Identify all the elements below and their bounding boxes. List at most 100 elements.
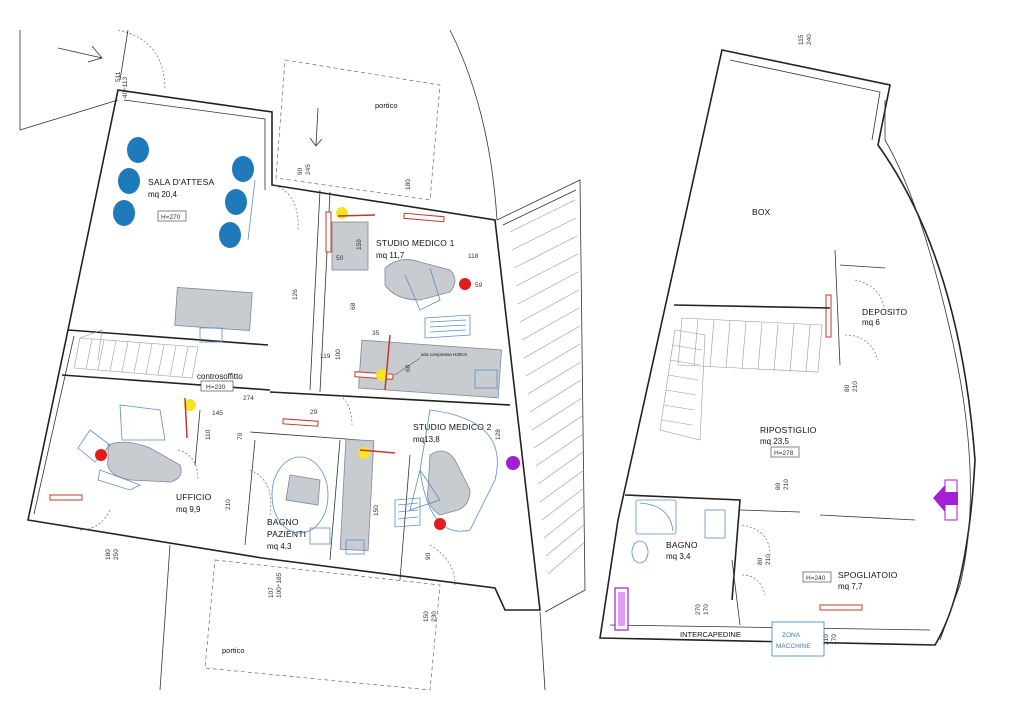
svg-text:274: 274 [243,395,254,402]
svg-text:170: 170 [703,604,710,615]
svg-text:511: 511 [115,71,122,82]
svg-text:60: 60 [405,364,412,372]
stairs-left [73,329,199,379]
sala-attesa-height-box [157,210,187,222]
deposito-name: DEPOSITO [862,307,908,317]
north-arrow-left [57,45,103,63]
bagno-fixture [285,474,321,506]
studio2-area: mq13,8 [413,435,440,444]
bagno-name: BAGNO [666,540,698,550]
bagno-pazienti-name: BAGNO [267,517,299,527]
portico-bottom-label: portico [222,646,245,655]
svg-text:250: 250 [113,549,120,560]
ufficio-dental-chair [77,404,182,491]
dimensions-left: 511 40÷113 90 245 180 180 250 107 100÷18… [105,71,502,622]
svg-text:80: 80 [775,482,782,490]
ufficio-name: UFFICIO [176,492,212,502]
sala-attesa-name: SALA D'ATTESA [148,177,215,187]
deposito-area: mq 6 [862,318,880,327]
svg-text:40÷113: 40÷113 [122,76,129,98]
right-building: BOX DEPOSITO mq 6 RIPOSTIGLIO mq 23,5 H=… [599,34,976,657]
svg-text:150: 150 [423,611,430,622]
spogliatoio-height-box [802,571,832,583]
waiting-chairs [113,137,256,248]
svg-text:159: 159 [356,239,363,250]
svg-text:100: 100 [335,349,342,360]
dental-chair-2 [394,409,498,532]
svg-text:59: 59 [475,282,483,289]
ripostiglio-name: RIPOSTIGLIO [760,425,817,435]
corridor-counter [358,339,502,399]
studio2-cabinet [339,438,375,552]
aria-note: aria compressa H30cm [421,352,468,357]
dimensions-right: 115 240 80 210 80 210 80 210 270 170 210… [695,34,859,645]
corridor-sink [474,369,498,389]
ripostiglio-area: mq 23,5 [760,437,789,446]
svg-text:150: 150 [373,505,380,516]
zona-line1: ZONA [782,632,801,639]
intercapedine-name: INTERCAPEDINE [680,630,741,639]
bagno-wc-right [704,509,726,539]
svg-text:170: 170 [831,634,838,645]
svg-text:29: 29 [310,409,318,416]
radiators [49,211,863,611]
svg-text:230: 230 [431,611,438,622]
studio1-cabinet [331,221,369,271]
bagno-wc [309,527,331,545]
shower [635,499,677,535]
svg-text:128: 128 [495,429,502,440]
zona-line2: MACCHINE [776,643,811,650]
svg-text:50: 50 [336,255,344,262]
portico-bottom: portico [159,544,546,691]
svg-text:80: 80 [844,384,851,392]
zona-macchine-box [771,621,825,657]
studio2-name: STUDIO MEDICO 2 [413,422,492,432]
portico-top: portico [275,59,441,201]
svg-text:80: 80 [757,557,764,565]
svg-text:180: 180 [405,179,412,190]
reception-desk [174,287,253,332]
svg-text:180: 180 [105,549,112,560]
svg-text:100÷185: 100÷185 [276,572,283,598]
box-name: BOX [752,207,771,217]
bagno-pazienti-area: mq 4,3 [267,542,292,551]
svg-text:145: 145 [212,410,223,417]
dental-chair-1 [384,259,471,339]
svg-text:126: 126 [292,289,299,300]
svg-text:115: 115 [798,34,805,45]
svg-text:35: 35 [372,330,380,337]
markers [95,207,520,530]
bagno-area: mq 3,4 [666,552,691,561]
svg-text:68: 68 [350,302,357,310]
svg-text:119: 119 [320,353,331,360]
ripostiglio-height-box [770,446,800,458]
svg-text:210: 210 [765,554,772,565]
svg-text:210: 210 [852,381,859,392]
wheelchair-turn-circle [271,456,329,534]
svg-text:210: 210 [783,479,790,490]
bagno-sink [345,539,365,555]
svg-text:270: 270 [695,604,702,615]
bagno-pazienti-name2: PAZIENTI [267,529,306,539]
svg-text:210: 210 [225,499,232,510]
ripostiglio-height: H=278 [774,450,794,457]
spogliatoio-height: H=240 [806,575,826,582]
svg-text:210: 210 [823,634,830,645]
terrace-hatch [449,29,586,613]
svg-text:245: 245 [305,164,312,175]
svg-text:90: 90 [425,552,432,560]
svg-text:118: 118 [468,253,479,260]
controsoffitto-height-box [200,380,234,392]
spogliatoio-name: SPOGLIATOIO [838,570,898,580]
studio1-name: STUDIO MEDICO 1 [376,238,455,248]
portico-top-label: portico [375,101,398,110]
bagno-sink-right [631,540,649,564]
controsoffitto-height: H=230 [206,384,226,391]
reception-chair [199,327,223,343]
svg-text:107: 107 [268,587,275,598]
svg-text:70: 70 [237,432,244,440]
purple-arrow-icon [933,479,958,521]
left-building: portico portico SALA D'ATTESA mq 20, [19,29,863,691]
svg-text:240: 240 [806,34,813,45]
studio1-area: mq 11,7 [376,251,405,260]
